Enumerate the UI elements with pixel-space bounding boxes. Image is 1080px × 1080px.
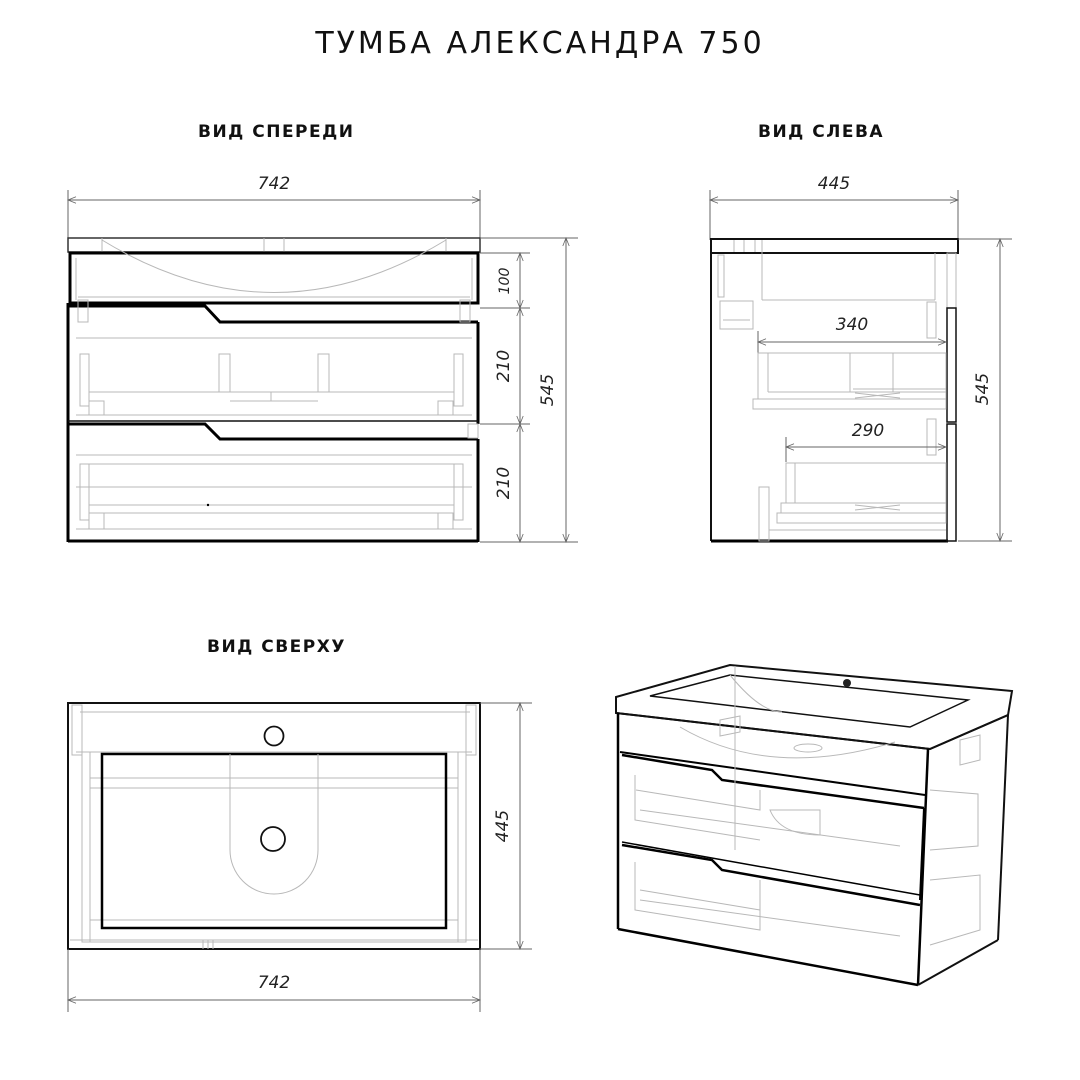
front-view-label: ВИД СПЕРЕДИ [198,122,355,142]
isometric-view [615,663,1014,987]
front-top-section-dim: 100 [497,268,513,295]
left-height-dim: 545 [973,373,993,405]
front-drawer1-dim: 210 [494,350,514,382]
front-drawer2-dim: 210 [494,467,514,499]
front-height-dim: 545 [538,374,558,406]
drawing-title: ТУМБА АЛЕКСАНДРА 750 [315,26,765,61]
front-view: 742 [66,174,578,544]
top-view: 742 445 [66,701,532,1012]
left-drawer2-depth-dim: 290 [852,421,884,441]
left-view: 445 340 290 [708,174,1012,543]
front-width-dim: 742 [258,174,290,194]
left-depth-dim: 445 [818,174,850,194]
top-depth-dim: 445 [493,810,513,842]
top-width-dim: 742 [258,973,290,993]
top-view-label: ВИД СВЕРХУ [207,637,346,657]
left-view-label: ВИД СЛЕВА [758,122,885,142]
left-drawer1-depth-dim: 340 [836,315,868,335]
